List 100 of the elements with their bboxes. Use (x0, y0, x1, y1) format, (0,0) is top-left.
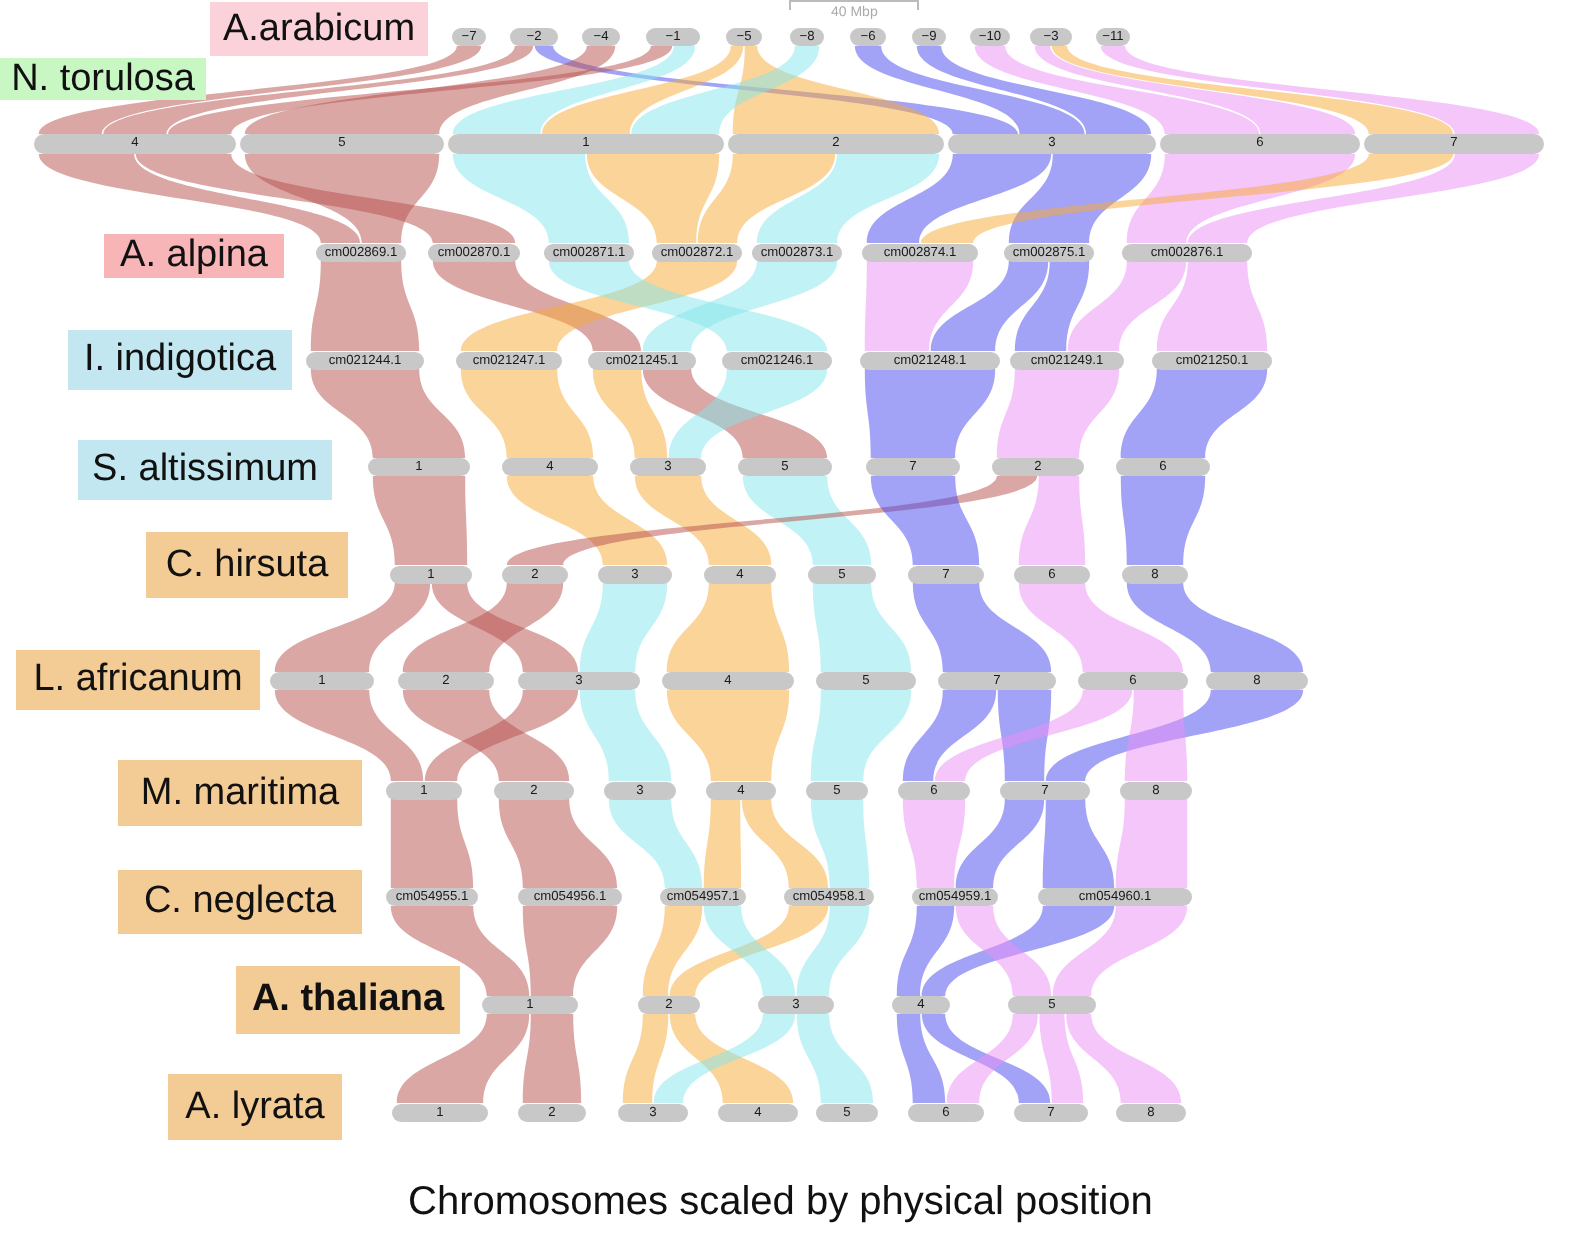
synteny-ribbon (38, 154, 361, 243)
synteny-ribbon (1066, 1014, 1182, 1103)
synteny-ribbon (912, 583, 1052, 672)
synteny-ribbon (1156, 261, 1268, 351)
synteny-ribbon (622, 1014, 669, 1103)
synteny-ribbon (666, 583, 790, 672)
synteny-ribbon (810, 690, 912, 781)
synteny-ribbon (310, 261, 420, 351)
synteny-ribbon (934, 690, 1133, 781)
synteny-ribbon (864, 261, 974, 351)
axis-caption: Chromosomes scaled by physical position (408, 1180, 1153, 1226)
synteny-ribbon (703, 906, 796, 996)
synteny-ribbon (135, 154, 516, 243)
synteny-ribbon (274, 583, 431, 672)
synteny-ribbon (579, 583, 668, 672)
synteny-ribbon (921, 906, 1115, 996)
genome-label: N. torulosa (0, 58, 206, 100)
synteny-ribbon (522, 906, 618, 996)
synteny-ribbon (946, 1014, 1038, 1103)
synteny-ribbon (996, 369, 1120, 458)
synteny-ribbon (1115, 799, 1188, 888)
synteny-ribbon (1051, 46, 1454, 134)
synteny-ribbon (642, 261, 838, 351)
synteny-ribbon (460, 369, 594, 458)
synteny-ribbon (244, 154, 440, 243)
synteny-ribbon (854, 46, 1085, 134)
synteny-ribbon (1120, 369, 1268, 458)
synteny-ribbon (542, 46, 744, 134)
synteny-ribbon (796, 1014, 874, 1103)
synteny-ribbon (896, 1014, 946, 1103)
synteny-ribbon (864, 369, 996, 458)
synteny-ribbon (642, 906, 703, 996)
synteny-ribbon (402, 690, 570, 781)
genome-label: C. neglecta (118, 870, 362, 934)
synteny-ribbon (1187, 154, 1540, 243)
synteny-ribbon (631, 46, 820, 134)
synteny-ribbon (498, 799, 618, 888)
synteny-ribbon (103, 46, 534, 134)
synteny-ribbon (697, 154, 836, 243)
synteny-ribbon (870, 476, 980, 565)
synteny-ribbon (1126, 583, 1304, 672)
synteny-ribbon (756, 154, 940, 243)
synteny-ribbon (1067, 261, 1187, 351)
synteny-ribbon (732, 46, 940, 134)
genome-label: A.arabicum (210, 2, 428, 56)
synteny-ribbon (579, 690, 672, 781)
synteny-ribbon (506, 476, 668, 565)
synteny-ribbon (974, 46, 1260, 134)
synteny-ribbon (1045, 690, 1304, 781)
synteny-ribbon (902, 799, 966, 888)
synteny-ribbon (592, 369, 668, 458)
synteny-ribbon (921, 1014, 1051, 1103)
synteny-ribbon (810, 799, 870, 888)
synteny-ribbon (1034, 46, 1356, 134)
synteny-ribbon (38, 46, 482, 134)
genome-label: C. hirsuta (146, 532, 348, 598)
synteny-ribbon (997, 690, 1052, 781)
synteny-ribbon (424, 690, 579, 781)
synteny-ribbon (168, 46, 673, 134)
synteny-ribbon (432, 261, 642, 351)
genome-label: I. indigotica (68, 330, 292, 390)
synteny-ribbon (522, 1014, 582, 1103)
synteny-ribbon (866, 154, 1052, 243)
synteny-ribbon (402, 583, 564, 672)
synteny-ribbon (703, 799, 742, 888)
synteny-ribbon (452, 154, 630, 243)
synteny-ribbon (1126, 154, 1356, 243)
synteny-ribbon (372, 476, 468, 565)
synteny-ribbon (431, 583, 579, 672)
synteny-ribbon (902, 690, 997, 781)
synteny-ribbon (634, 476, 772, 565)
synteny-ribbon (608, 799, 703, 888)
synteny-ribbon (1042, 799, 1115, 888)
synteny-ribbon (666, 690, 790, 781)
synteny-ribbon (274, 690, 424, 781)
synteny-ribbon (396, 1014, 530, 1103)
synteny-ribbon (506, 476, 1038, 565)
synteny-ribbon (1018, 583, 1184, 672)
synteny-ribbon (1039, 1014, 1084, 1103)
synteny-ribbon (1052, 906, 1188, 996)
synteny-ribbon (920, 154, 1454, 243)
synteny-ribbon (548, 261, 828, 351)
synteny-ribbon (586, 154, 720, 243)
genome-label: S. altissimum (78, 440, 332, 500)
synteny-ribbon (534, 46, 1018, 134)
synteny-ribbon (930, 261, 1049, 351)
synteny-ribbon (669, 906, 829, 996)
synteny-ribbon (460, 261, 738, 351)
synteny-ribbon (390, 906, 530, 996)
synteny-ribbon (741, 799, 829, 888)
genome-label: A. lyrata (168, 1074, 342, 1140)
synteny-ribbon (1124, 690, 1188, 781)
synteny-ribbon (1120, 476, 1206, 565)
genome-label: M. maritima (118, 760, 362, 826)
genome-label: L. africanum (16, 650, 260, 710)
synteny-ribbon (916, 46, 1152, 134)
synteny-ribbon (955, 906, 1052, 996)
synteny-ribbon (812, 583, 912, 672)
synteny-ribbon (796, 906, 870, 996)
synteny-ribbon (742, 476, 872, 565)
